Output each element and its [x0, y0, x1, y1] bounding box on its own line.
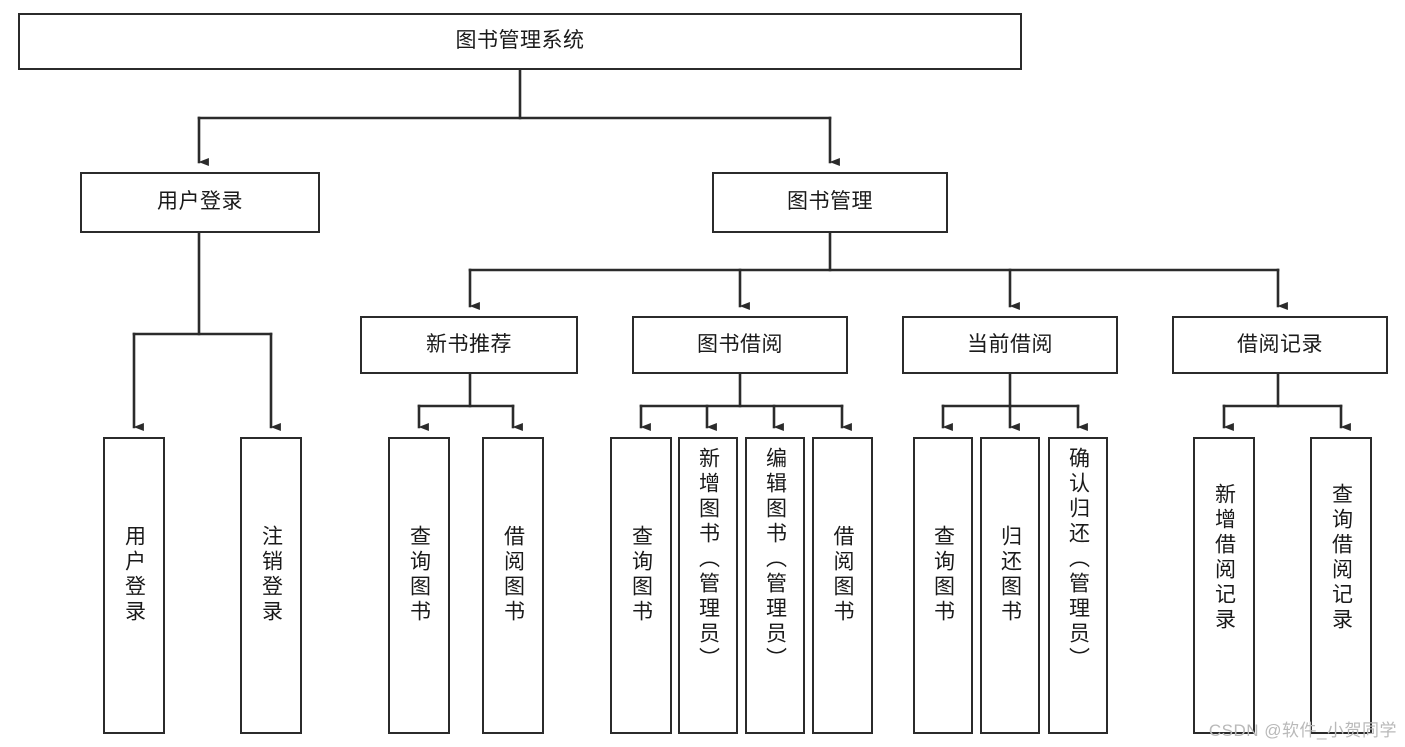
node-book-management[interactable]: 图书管理	[712, 172, 948, 233]
node-label: 确认归还（管理员）	[1066, 447, 1090, 672]
node-label: 查询图书	[931, 525, 955, 625]
node-label: 当前借阅	[967, 332, 1053, 356]
node-label: 归还图书	[998, 525, 1022, 625]
watermark-text: CSDN @软件_小贺同学	[1208, 721, 1397, 740]
node-label: 查询图书	[407, 525, 431, 625]
leaf-edit-book[interactable]: 编辑图书（管理员）	[745, 437, 805, 734]
node-label: 图书管理	[787, 190, 873, 214]
node-borrow-record[interactable]: 借阅记录	[1172, 316, 1388, 374]
leaf-query-borrow-record[interactable]: 查询借阅记录	[1310, 437, 1372, 734]
node-book-borrow[interactable]: 图书借阅	[632, 316, 848, 374]
node-label: 用户登录	[122, 525, 146, 625]
node-label: 新书推荐	[426, 332, 512, 356]
leaf-query-book-2[interactable]: 查询图书	[610, 437, 672, 734]
leaf-user-login[interactable]: 用户登录	[103, 437, 165, 734]
node-new-book-recommend[interactable]: 新书推荐	[360, 316, 578, 374]
leaf-confirm-return[interactable]: 确认归还（管理员）	[1048, 437, 1108, 734]
node-label: 新增借阅记录	[1212, 483, 1236, 633]
node-label: 新增图书（管理员）	[696, 447, 720, 672]
node-current-borrow[interactable]: 当前借阅	[902, 316, 1118, 374]
leaf-logout-login[interactable]: 注销登录	[240, 437, 302, 734]
leaf-query-book-1[interactable]: 查询图书	[388, 437, 450, 734]
node-label: 图书管理系统	[455, 29, 585, 53]
node-label: 借阅图书	[831, 525, 854, 625]
leaf-query-book-3[interactable]: 查询图书	[913, 437, 973, 734]
node-user-login[interactable]: 用户登录	[80, 172, 320, 233]
node-label: 用户登录	[157, 190, 243, 214]
node-root-system[interactable]: 图书管理系统	[18, 13, 1022, 70]
node-label: 注销登录	[259, 525, 283, 625]
leaf-add-book[interactable]: 新增图书（管理员）	[678, 437, 738, 734]
node-label: 借阅图书	[501, 525, 525, 625]
node-label: 借阅记录	[1237, 332, 1323, 356]
leaf-borrow-book-2[interactable]: 借阅图书	[812, 437, 873, 734]
node-label: 查询借阅记录	[1329, 483, 1353, 633]
node-label: 图书借阅	[697, 332, 783, 356]
leaf-add-borrow-record[interactable]: 新增借阅记录	[1193, 437, 1255, 734]
leaf-borrow-book-1[interactable]: 借阅图书	[482, 437, 544, 734]
node-label: 编辑图书（管理员）	[763, 447, 787, 672]
node-label: 查询图书	[629, 525, 653, 625]
leaf-return-book[interactable]: 归还图书	[980, 437, 1040, 734]
